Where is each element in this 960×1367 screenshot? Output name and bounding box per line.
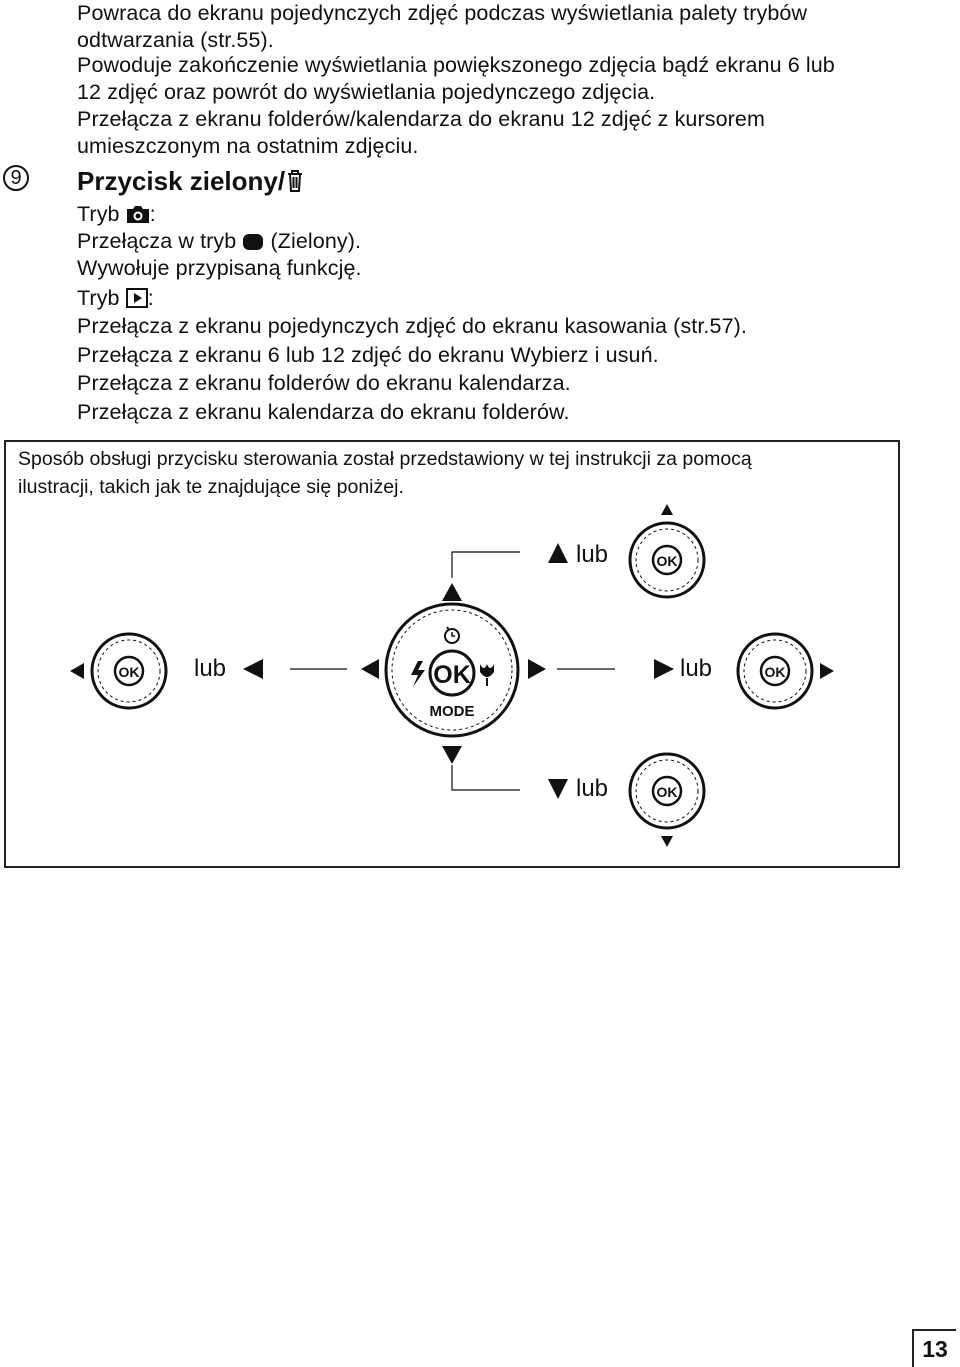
playback-line: Przełącza z ekranu 6 lub 12 zdjęć do ekr… — [77, 343, 659, 367]
capture-line-suffix: (Zielony). — [270, 229, 362, 253]
ok-label: OK — [765, 664, 786, 680]
capture-line: Przełącza w tryb (Zielony). — [77, 228, 361, 258]
ok-label: OK — [657, 553, 678, 569]
bracket-line-top — [451, 551, 520, 578]
lub-label-left: lub — [194, 655, 227, 682]
paragraph-line: Powraca do ekranu pojedynczych zdjęć pod… — [77, 1, 808, 25]
paragraph-line: odtwarzania (str.55). — [77, 28, 274, 52]
main-dial: OK MODE — [384, 602, 520, 738]
paragraph-line: 12 zdjęć oraz powrót do wyświetlania poj… — [77, 80, 656, 104]
arrow-right-icon — [820, 663, 834, 679]
lub-label-down: lub — [576, 775, 609, 802]
page-number: 13 — [912, 1329, 956, 1367]
capture-mode-label: Tryb : — [77, 201, 156, 231]
playback-line: Przełącza z ekranu pojedynczych zdjęć do… — [77, 314, 747, 338]
section-title-text: Przycisk zielony/ — [77, 166, 286, 196]
arrow-down-icon — [661, 836, 673, 847]
macro-icon — [480, 664, 494, 686]
mode-label-text: Tryb — [77, 202, 120, 226]
info-box-line: Sposób obsługi przycisku sterowania zost… — [18, 448, 752, 470]
info-box-line: ilustracji, takich jak te znajdujące się… — [18, 476, 404, 498]
section-title: Przycisk zielony/ — [77, 165, 305, 200]
self-timer-icon — [444, 626, 460, 644]
paragraph-line: Powoduje zakończenie wyświetlania powięk… — [77, 53, 835, 77]
playback-line: Przełącza z ekranu folderów do ekranu ka… — [77, 371, 571, 395]
mode-label: MODE — [430, 703, 475, 720]
arrow-down-icon — [442, 746, 462, 764]
arrow-right-icon — [654, 659, 674, 679]
mode-label-text: Tryb — [77, 286, 120, 310]
capture-line: Wywołuje przypisaną funkcję. — [77, 256, 362, 280]
paragraph-line: Przełącza z ekranu folderów/kalendarza d… — [77, 107, 765, 131]
capture-line-prefix: Przełącza w tryb — [77, 229, 237, 253]
playback-mode-label: Tryb : — [77, 285, 154, 315]
playback-icon — [125, 288, 148, 315]
bracket-line-bottom — [451, 765, 520, 791]
colon: : — [147, 286, 154, 310]
info-box: Sposób obsługi przycisku sterowania zost… — [4, 440, 900, 868]
lub-label-up: lub — [576, 541, 609, 568]
camera-icon — [126, 204, 150, 231]
arrow-up-icon — [442, 583, 462, 601]
ok-label: OK — [433, 661, 471, 689]
section-number: 9 — [3, 165, 29, 191]
arrow-up-icon — [548, 543, 568, 563]
playback-line: Przełącza z ekranu kalendarza do ekranu … — [77, 400, 570, 424]
trash-icon — [285, 168, 305, 200]
arrow-up-icon — [661, 504, 673, 515]
green-mode-icon — [242, 231, 264, 258]
flash-icon — [411, 661, 425, 687]
arrow-left-icon — [70, 663, 84, 679]
colon: : — [149, 202, 156, 226]
paragraph-line: umieszczonym na ostatnim zdjęciu. — [77, 134, 419, 158]
ok-label: OK — [119, 664, 140, 680]
arrow-left-icon — [243, 659, 263, 679]
arrow-left-icon — [361, 659, 379, 679]
arrow-down-icon — [548, 779, 568, 799]
arrow-right-icon — [528, 659, 546, 679]
ok-label: OK — [657, 784, 678, 800]
lub-label-right: lub — [680, 655, 713, 682]
